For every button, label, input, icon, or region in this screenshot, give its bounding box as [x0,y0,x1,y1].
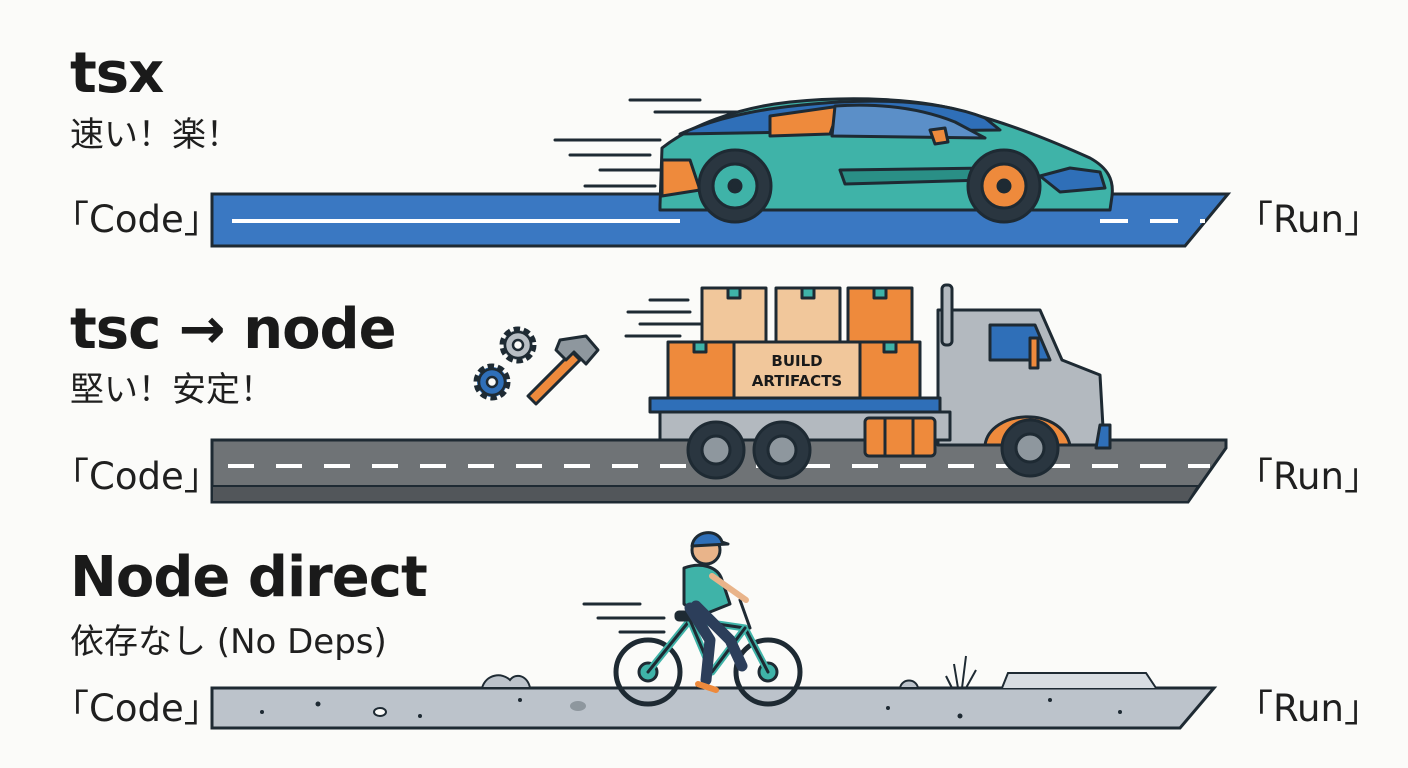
run-label: 「Run」 [1236,198,1381,241]
lane-title: tsc → node [70,297,397,362]
hammer-icon [526,334,600,406]
cargo-label: BUILD [771,352,822,370]
run-label: 「Run」 [1236,455,1381,498]
code-label: 「Code」 [52,687,221,730]
lane-title: tsx [70,41,164,106]
speed-lines-icon [582,602,666,634]
code-label: 「Code」 [52,455,221,498]
lane-subtitle: 速い！楽！ [70,115,240,155]
speed-lines-icon [624,298,702,338]
truck-icon: BUILD ARTIFACTS [648,283,1112,480]
sports-car-icon [658,97,1114,224]
speed-lines-icon [553,98,742,188]
bicycle-icon [613,531,803,707]
road-node-direct [210,655,1218,730]
run-label: 「Run」 [1236,687,1381,730]
gear-icon [473,326,537,401]
cargo-label: ARTIFACTS [752,372,842,390]
lane-subtitle: 依存なし (No Deps) [70,622,387,662]
code-label: 「Code」 [52,198,221,241]
lane-title: Node direct [70,545,428,610]
lane-subtitle: 堅い！安定！ [70,370,274,410]
